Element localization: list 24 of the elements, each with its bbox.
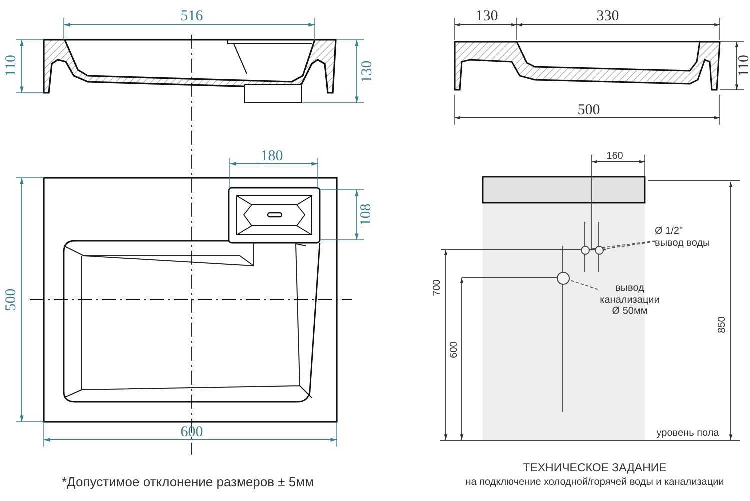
dimension-label: 330 [596,10,620,24]
dimension-label: 600 [450,342,460,358]
leader-line [589,240,656,250]
tolerance-note: *Допустимое отклонение размеров ± 5мм [62,476,314,488]
leader-line [568,280,598,290]
dimension-label: 160 [606,152,624,162]
dimension-label: 110 [738,55,750,77]
dimension-label: 516 [180,10,204,24]
dimension-label: 110 [4,55,20,77]
floor-level-label: уровень пола [656,429,720,439]
subheading-text: на подключение холодной/горячей воды и канализации [466,478,724,488]
callout-text: Ø 1/2" вывод воды [655,226,713,249]
heading-text: ТЕХНИЧЕСКОЕ ЗАДАНИЕ [523,463,667,475]
dimension-label: 600 [180,426,204,440]
dimension-label: 500 [4,288,20,312]
dimension-label: 130 [360,60,376,84]
dimension-label: 850 [718,316,728,334]
callout-text: вывод канализации Ø 50мм [598,283,662,318]
dimension-label: 700 [433,280,443,296]
leader-line [603,241,656,250]
dimension-label: 180 [260,150,284,164]
dimension-label: 500 [578,104,600,118]
dimension-label: 108 [360,204,374,226]
dimension-label: 130 [476,10,498,24]
